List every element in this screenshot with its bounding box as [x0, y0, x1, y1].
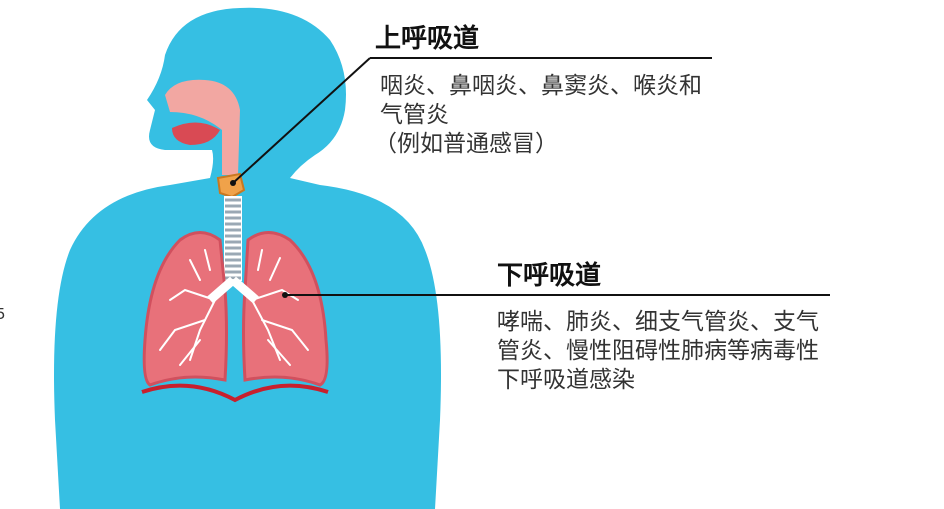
upper-respiratory-description: 咽炎、鼻咽炎、鼻窦炎、喉炎和 气管炎 （例如普通感冒）	[380, 72, 702, 159]
upper-respiratory-title: 上呼吸道	[375, 18, 479, 55]
lower-respiratory-title: 下呼吸道	[497, 255, 601, 292]
lower-description-line: 下呼吸道感染	[497, 366, 819, 395]
lower-description-line: 管炎、慢性阻碍性肺病等病毒性	[497, 337, 819, 366]
lower-description-line: 哮喘、肺炎、细支气管炎、支气	[497, 308, 819, 337]
lower-respiratory-description: 哮喘、肺炎、细支气管炎、支气 管炎、慢性阻碍性肺病等病毒性 下呼吸道感染	[497, 308, 819, 395]
upper-leader-dot	[230, 180, 236, 186]
trachea	[224, 196, 242, 281]
upper-description-line: 气管炎	[380, 101, 702, 130]
lower-leader-dot	[282, 292, 288, 298]
upper-description-line: （例如普通感冒）	[374, 130, 702, 159]
edge-fragment-text: 5	[0, 305, 6, 323]
upper-description-line: 咽炎、鼻咽炎、鼻窦炎、喉炎和	[380, 72, 702, 101]
